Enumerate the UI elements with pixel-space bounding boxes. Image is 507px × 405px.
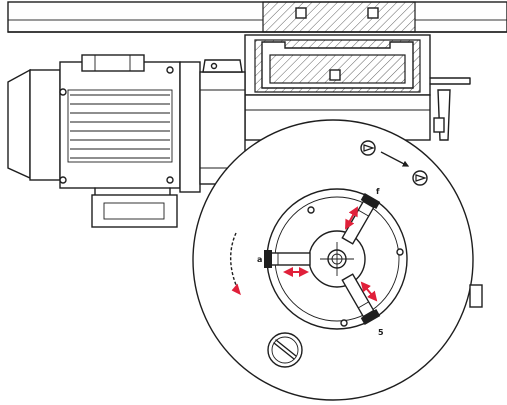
screw-icon bbox=[267, 332, 303, 368]
jaw-bottom-motion-arrow bbox=[360, 281, 378, 302]
jaw-top-motion-arrow bbox=[345, 206, 358, 230]
jaw-top-label: f bbox=[376, 187, 380, 196]
jaw-left-label: a bbox=[257, 255, 262, 264]
top-rail bbox=[7, 1, 507, 33]
jaw-bottom-label: 5 bbox=[378, 328, 384, 337]
carriage-block bbox=[244, 34, 471, 141]
jaw-left bbox=[264, 250, 311, 268]
rotation-arrow-icon bbox=[230, 232, 241, 296]
direction-indicator bbox=[360, 140, 428, 186]
chuck-icon: a f 5 bbox=[257, 187, 408, 337]
motor-icon bbox=[7, 54, 181, 201]
